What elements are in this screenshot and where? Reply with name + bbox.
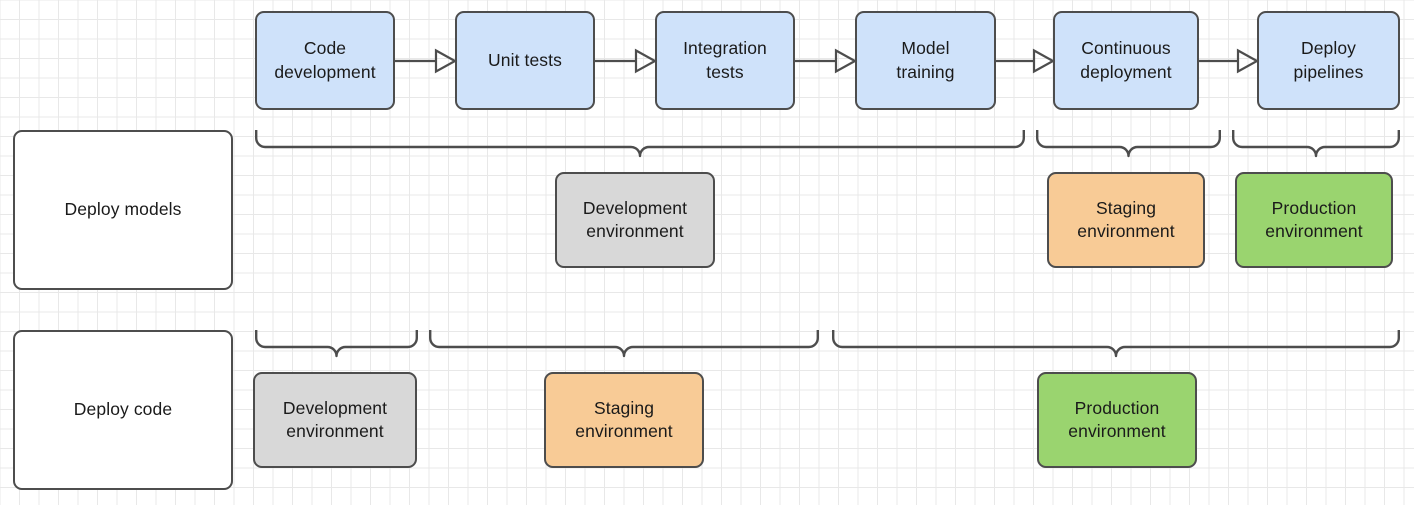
- stage-box-code-development[interactable]: Code development: [255, 11, 395, 110]
- env-box-deploy-code-production[interactable]: Production environment: [1037, 372, 1197, 468]
- brace-development-models: [255, 128, 1025, 158]
- stage-box-integration-tests[interactable]: Integration tests: [655, 11, 795, 110]
- stage-box-deploy-pipelines[interactable]: Deploy pipelines: [1257, 11, 1400, 110]
- stage-box-continuous-deployment[interactable]: Continuous deployment: [1053, 11, 1199, 110]
- env-box-deploy-code-development[interactable]: Development environment: [253, 372, 417, 468]
- env-box-deploy-models-staging[interactable]: Staging environment: [1047, 172, 1205, 268]
- brace-development-code: [255, 328, 418, 358]
- arrow-unit-to-integration: [595, 48, 658, 74]
- stage-box-unit-tests[interactable]: Unit tests: [455, 11, 595, 110]
- brace-staging-code: [429, 328, 819, 358]
- brace-staging-models: [1036, 128, 1221, 158]
- arrow-code-to-unit: [395, 48, 458, 74]
- brace-production-models: [1232, 128, 1400, 158]
- row-label-deploy-code[interactable]: Deploy code: [13, 330, 233, 490]
- env-box-deploy-models-production[interactable]: Production environment: [1235, 172, 1393, 268]
- arrow-cd-to-deploy: [1199, 48, 1260, 74]
- row-label-deploy-models[interactable]: Deploy models: [13, 130, 233, 290]
- env-box-deploy-models-development[interactable]: Development environment: [555, 172, 715, 268]
- brace-production-code: [832, 328, 1400, 358]
- stage-box-model-training[interactable]: Model training: [855, 11, 996, 110]
- arrow-integration-to-training: [795, 48, 858, 74]
- arrow-training-to-cd: [996, 48, 1056, 74]
- env-box-deploy-code-staging[interactable]: Staging environment: [544, 372, 704, 468]
